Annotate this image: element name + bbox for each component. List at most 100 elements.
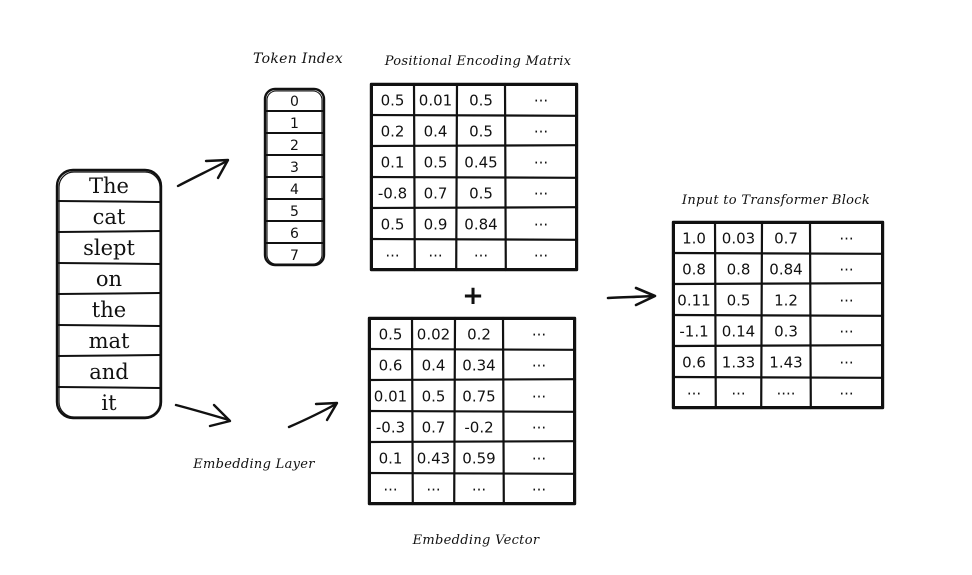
token-item: and [89,360,129,384]
matrix-cell: 0.5 [469,185,493,203]
matrix-cell: -0.8 [378,185,407,203]
matrix-cell: 0.5 [422,388,446,406]
token-row-divider [57,292,161,295]
matrix-cell: 0.8 [682,261,706,279]
matrix-cell: ... [428,243,442,261]
matrix-row-line [367,440,577,444]
token-item: the [92,298,126,322]
matrix-row-line [369,175,579,179]
matrix-col-line [412,82,416,272]
matrix-cell: ... [534,150,548,168]
matrix-cell: ... [532,322,546,340]
token-item: it [101,391,117,415]
matrix-cell: 0.01 [374,388,407,406]
matrix-col-line [503,82,507,272]
matrix-cell: 0.34 [462,357,495,375]
matrix-cell: 0.6 [379,357,403,375]
matrix-cell: ... [839,226,853,244]
matrix-cell: ... [839,257,853,275]
matrix-cell: 0.3 [774,323,798,341]
matrix-cell: ... [687,381,701,399]
matrix-cell: 1.43 [769,354,802,372]
matrix-row-line [369,113,579,117]
matrix-cell: 0.1 [379,450,403,468]
token-index-label: Token Index [253,51,343,67]
positional-encoding-label: Positional Encoding Matrix [384,54,572,69]
matrix-row-line [671,282,885,286]
token-item: cat [93,205,126,229]
token-list: The cat slept on the mat and it [55,168,163,420]
matrix-cell: 0.8 [727,261,751,279]
matrix-row-line [367,347,577,351]
arrow-tokens-to-index [176,158,230,188]
matrix-cell: 0.59 [462,450,495,468]
token-index-item: 0 [290,94,299,110]
matrix-cell: 0.84 [769,261,802,279]
matrix-col-line [501,316,505,506]
matrix-cell: 0.5 [727,292,751,310]
embedding-vector-label: Embedding Vector [412,533,540,548]
matrix-cell: ... [839,381,853,399]
matrix-col-line [760,220,764,410]
plus-sign: + [462,281,484,311]
matrix-cell: ... [534,181,548,199]
arrow-tokens-to-embedding-layer [174,403,232,428]
matrix-col-line [455,82,459,272]
matrix-cell: ... [534,88,548,106]
matrix-cell: 0.6 [682,354,706,372]
matrix-row-line [369,144,579,148]
matrix-row-line [369,237,579,241]
matrix-row-line [367,471,577,475]
matrix-cell: 0.45 [464,154,497,172]
matrix-cell: 0.7 [422,419,446,437]
token-row-divider [57,324,161,327]
token-row-divider [57,200,161,203]
matrix-cell: ... [532,384,546,402]
matrix-cell: 0.1 [381,154,405,172]
token-item: mat [89,329,130,353]
matrix-cell: ... [534,212,548,230]
matrix-cell: 0.84 [464,216,497,234]
token-item: The [89,174,129,198]
matrix-row-line [671,375,885,379]
matrix-cell: ... [839,288,853,306]
token-item: on [96,267,122,291]
matrix-row-line [671,313,885,317]
matrix-row-line [367,409,577,413]
matrix-cell: ... [534,119,548,137]
matrix-cell: 0.5 [381,216,405,234]
matrix-cell: ... [474,243,488,261]
matrix-cell: 0.01 [419,92,452,110]
token-row-divider [57,230,161,233]
matrix-cell: ... [472,477,486,495]
matrix-cell: 0.5 [469,123,493,141]
matrix-cell: ... [383,477,397,495]
token-item: slept [83,236,135,260]
matrix-cell: ... [731,381,745,399]
matrix-cell: -0.2 [464,419,493,437]
matrix-cell: 0.9 [424,216,448,234]
matrix-cell: .... [776,381,795,399]
matrix-col-line [808,220,812,410]
matrix-cell: 0.14 [722,323,755,341]
matrix-cell: 0.5 [379,326,403,344]
matrix-col-line [713,220,717,410]
matrix-cell: 0.4 [422,357,446,375]
token-index-item: 2 [290,138,299,154]
matrix-cell: ... [385,243,399,261]
matrix-cell: 1.0 [682,230,706,248]
matrix-col-line [410,316,414,506]
matrix-cell: 0.7 [774,230,798,248]
token-index-item: 5 [290,204,299,220]
matrix-cell: 0.11 [677,292,710,310]
matrix-cell: 0.43 [417,450,450,468]
arrow-embedding-layer-to-vector [287,401,339,429]
matrix-row-line [671,344,885,348]
matrix-cell: ... [532,477,546,495]
